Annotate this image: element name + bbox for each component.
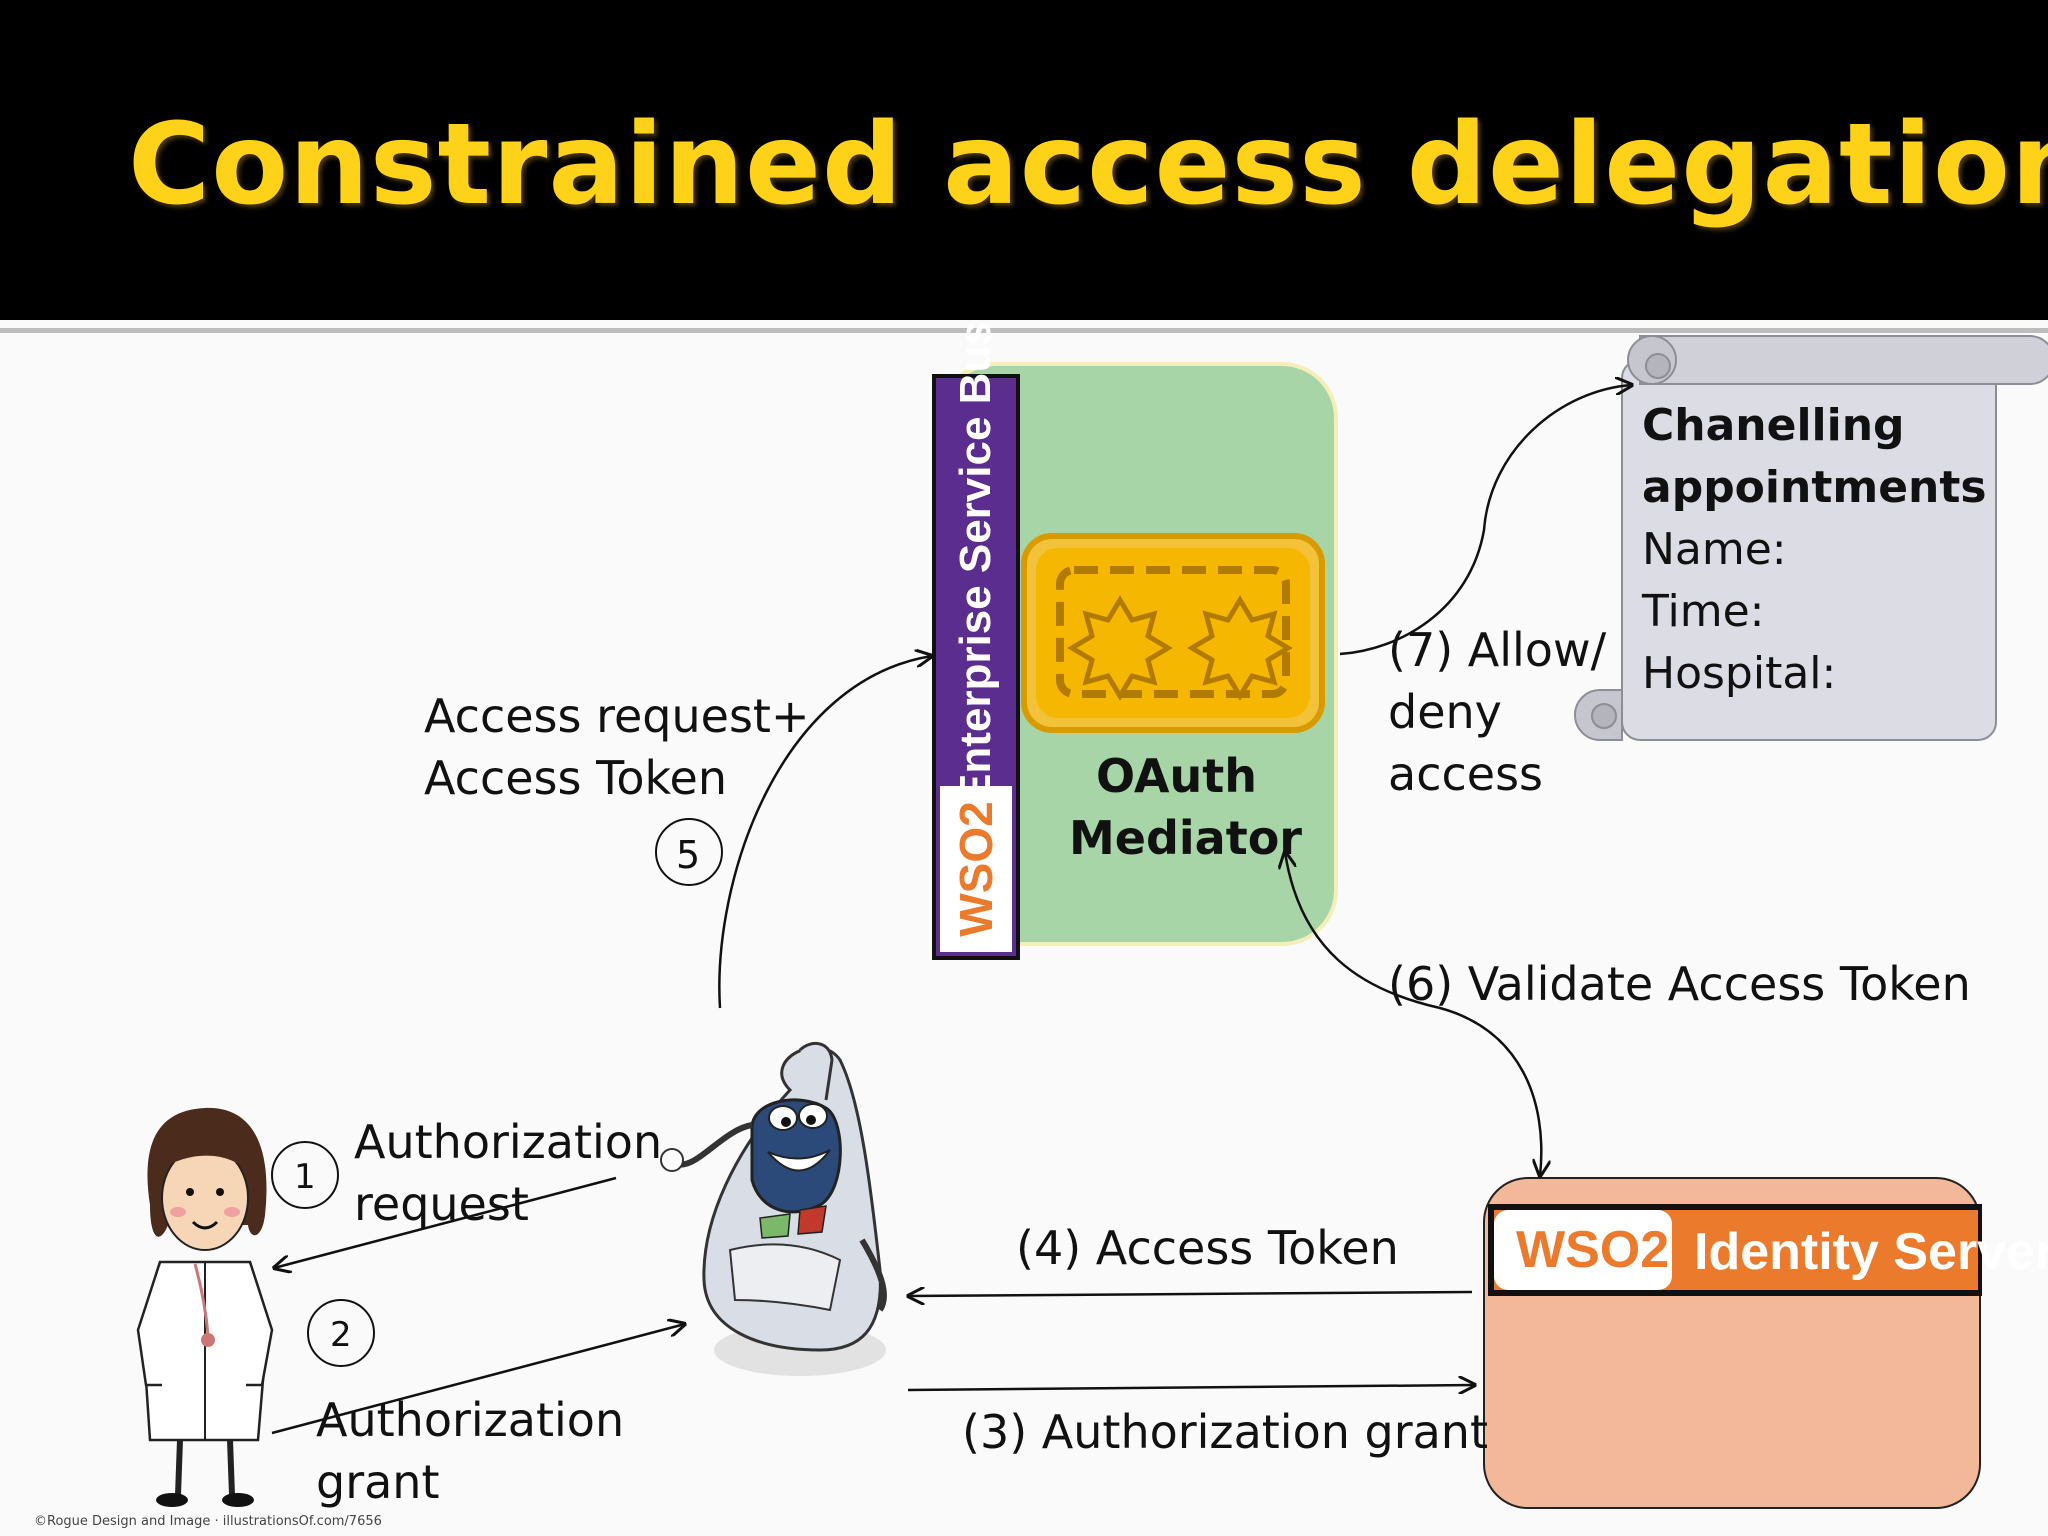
step-5-label-line1: Access request+ bbox=[424, 689, 810, 743]
step-5-label-line2: Access Token bbox=[424, 751, 727, 805]
step-2-label-line2: grant bbox=[316, 1455, 440, 1509]
oauth-mediator-chip bbox=[1021, 533, 1325, 733]
step-7-label-line1: (7) Allow/ bbox=[1388, 623, 1607, 677]
scroll-field-time: Time: bbox=[1642, 586, 1765, 637]
identity-server-wso2-logo: WSO2 bbox=[1516, 1221, 1670, 1279]
step-2-circle bbox=[307, 1299, 375, 1367]
step-5-circle bbox=[655, 818, 723, 886]
esb-band bbox=[932, 374, 1020, 960]
arrow-step2 bbox=[271, 1324, 685, 1435]
star-left-icon bbox=[1067, 595, 1173, 701]
arrow-step4 bbox=[908, 1292, 1473, 1296]
step-5-number: 5 bbox=[676, 833, 701, 877]
step-6-label: (6) Validate Access Token bbox=[1388, 957, 1971, 1011]
arrow-step3 bbox=[907, 1385, 1475, 1390]
scroll-heading-line2: appointments bbox=[1642, 462, 1987, 513]
step-1-label-line2: request bbox=[354, 1177, 529, 1231]
flow-arrows bbox=[271, 385, 1632, 1435]
doctor-illustration bbox=[136, 1107, 274, 1507]
step-7-label-line3: access bbox=[1388, 747, 1544, 801]
arrow-step7 bbox=[1339, 385, 1632, 656]
identity-server-box bbox=[1483, 1177, 1982, 1509]
step-4-label: (4) Access Token bbox=[1016, 1221, 1399, 1275]
step-3-label: (3) Authorization grant bbox=[962, 1405, 1488, 1459]
esb-wso2-logo: WSO2 bbox=[950, 801, 1002, 937]
step-2-label-line1: Authorization bbox=[316, 1393, 625, 1447]
scroll-field-name: Name: bbox=[1642, 524, 1787, 575]
step-1-circle bbox=[271, 1141, 339, 1209]
slide-title: Constrained access delegation bbox=[128, 100, 2048, 230]
identity-server-label: Identity Server bbox=[1694, 1223, 2048, 1281]
scroll-field-hospital: Hospital: bbox=[1642, 648, 1837, 699]
mediator-label-line1: OAuth bbox=[1096, 749, 1257, 803]
illustration-credit: ©Rogue Design and Image · illustrationsO… bbox=[34, 1514, 382, 1529]
esb-product-label: Enterprise Service Bus bbox=[951, 321, 1000, 803]
appointment-scroll bbox=[1574, 335, 2048, 741]
arrow-step5 bbox=[718, 656, 932, 1009]
title-rule bbox=[0, 328, 2048, 333]
mediator-label-line2: Mediator bbox=[1069, 811, 1302, 865]
arrow-step6 bbox=[1285, 852, 1541, 1176]
scroll-heading-line1: Chanelling bbox=[1642, 400, 1905, 451]
star-right-icon bbox=[1187, 595, 1293, 701]
arrow-step1 bbox=[274, 1176, 617, 1268]
title-bar: Constrained access delegation bbox=[0, 0, 2048, 320]
step-1-number: 1 bbox=[294, 1157, 316, 1197]
step-7-label-line2: deny bbox=[1388, 685, 1502, 739]
phone-mascot-illustration bbox=[660, 1041, 887, 1376]
step-1-label-line1: Authorization bbox=[354, 1115, 663, 1169]
step-2-number: 2 bbox=[330, 1315, 352, 1355]
